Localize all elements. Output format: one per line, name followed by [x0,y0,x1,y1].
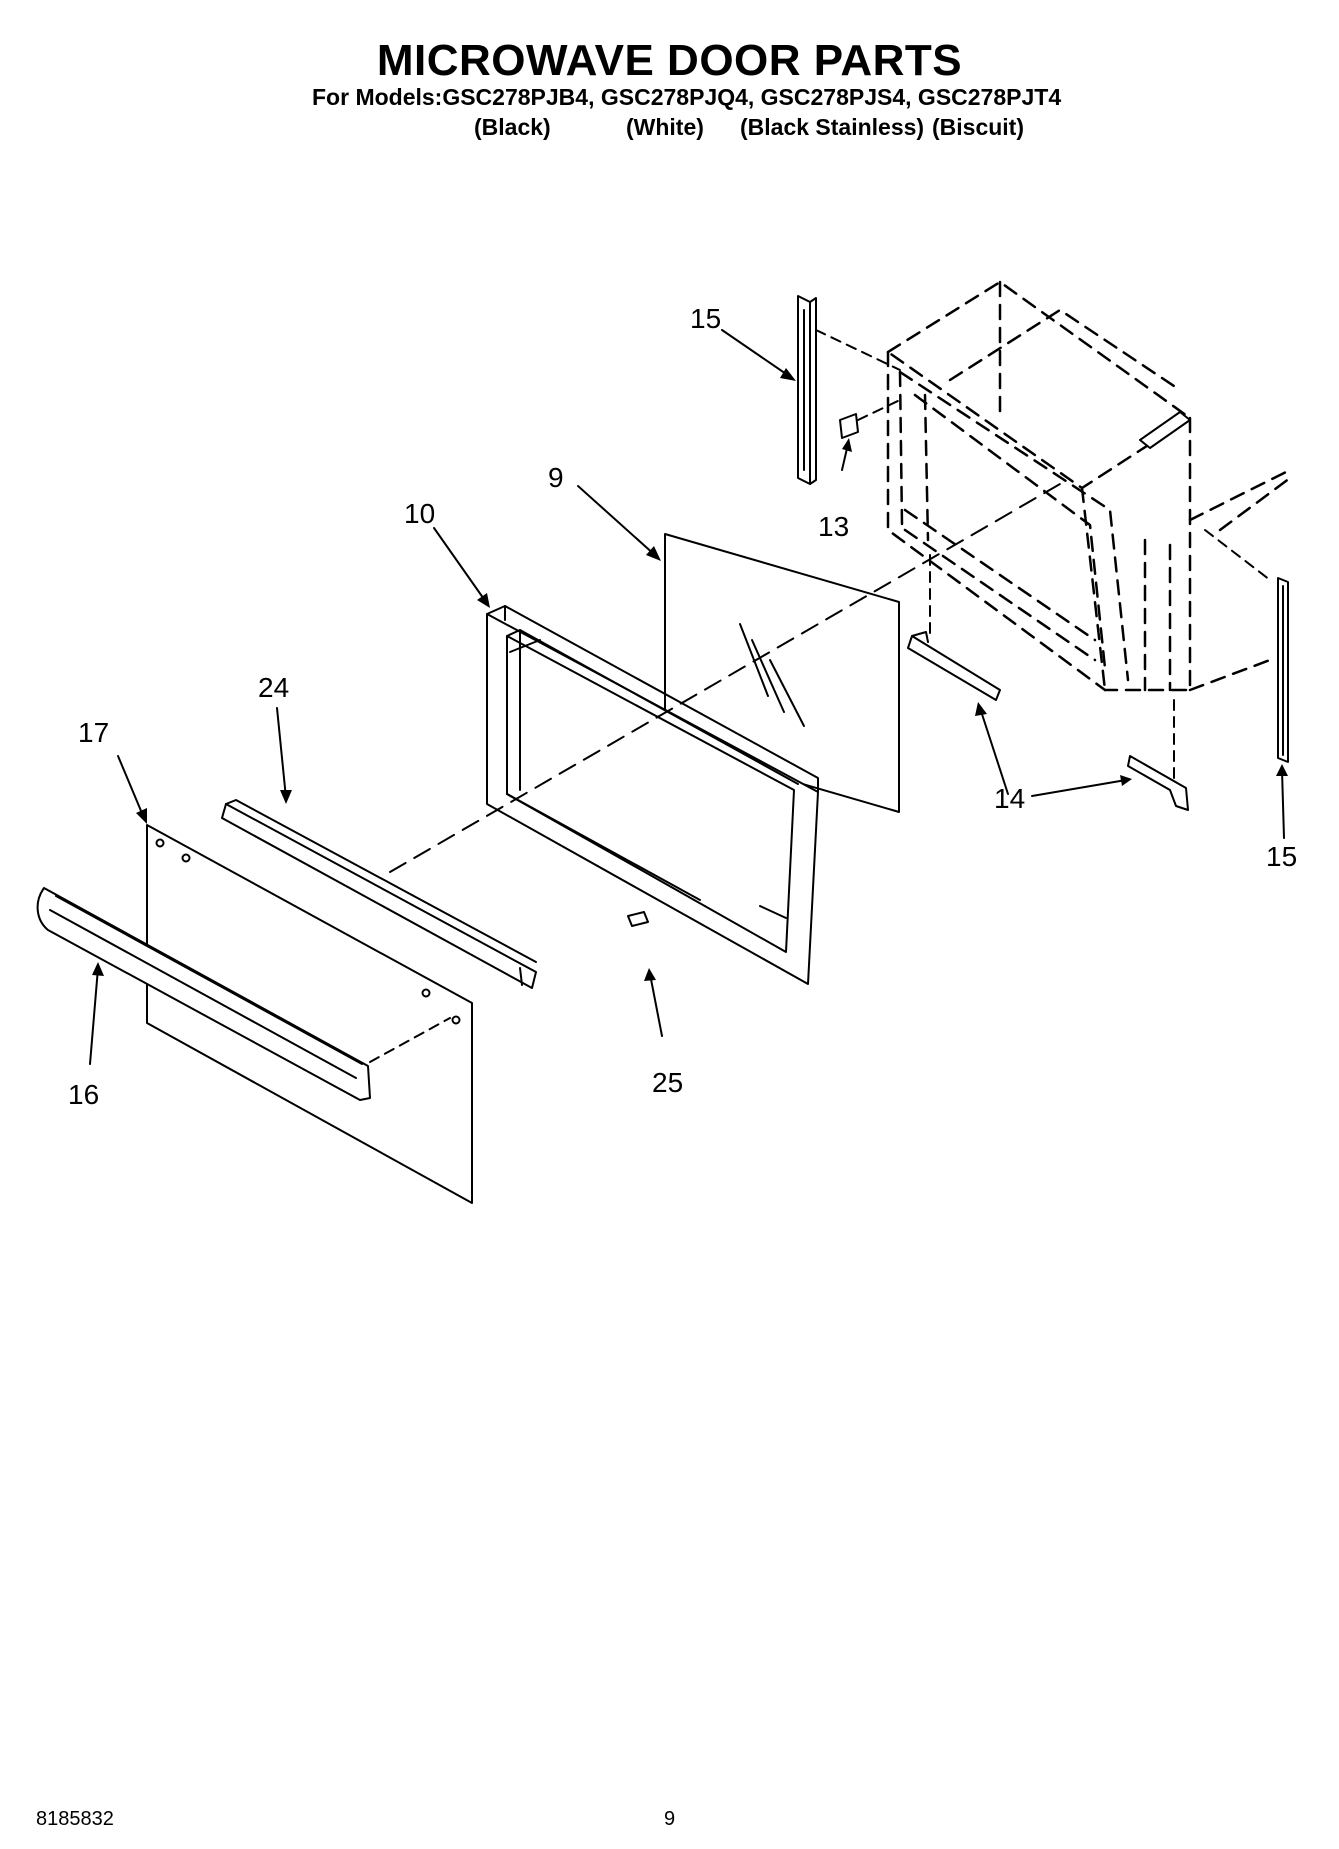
part-15-upper-seal [797,295,901,485]
models-line: For Models:GSC278PJB4, GSC278PJQ4, GSC27… [312,84,1062,110]
alignment-line [389,483,1061,873]
variant-black: (Black) [474,114,551,140]
callout-9: 9 [548,462,564,493]
leader-lines [89,329,1285,1065]
part-13-clip [839,413,859,439]
callout-15-lower: 15 [1266,841,1297,872]
callout-17: 17 [78,717,109,748]
part-10-door-frame [486,605,819,985]
cavity-top-tab [1139,411,1191,449]
part-25-clip [627,911,649,927]
callout-16: 16 [68,1079,99,1110]
part-16-handle [36,887,451,1101]
variant-biscuit: (Biscuit) [932,114,1024,140]
variant-black-stainless: (Black Stainless) [740,114,925,140]
callout-24: 24 [258,672,289,703]
callout-25: 25 [652,1067,683,1098]
part-17-outer-panel [146,824,473,1204]
callout-15-upper: 15 [690,303,721,334]
part-24-trim-strip [221,799,537,989]
callout-14: 14 [994,783,1025,814]
callout-13: 13 [818,511,849,542]
microwave-cavity-outline [886,280,1292,692]
variant-white: (White) [626,114,704,140]
document-number: 8185832 [36,1808,114,1830]
part-14-bracket-lower [1127,699,1189,811]
page-number: 9 [664,1808,676,1830]
leader-arrowheads [92,368,1288,981]
part-15-lower-seal [1204,529,1289,763]
page-title: MICROWAVE DOOR PARTS [376,36,963,85]
part-14-bracket-upper [907,554,1001,701]
callout-10: 10 [404,498,435,529]
